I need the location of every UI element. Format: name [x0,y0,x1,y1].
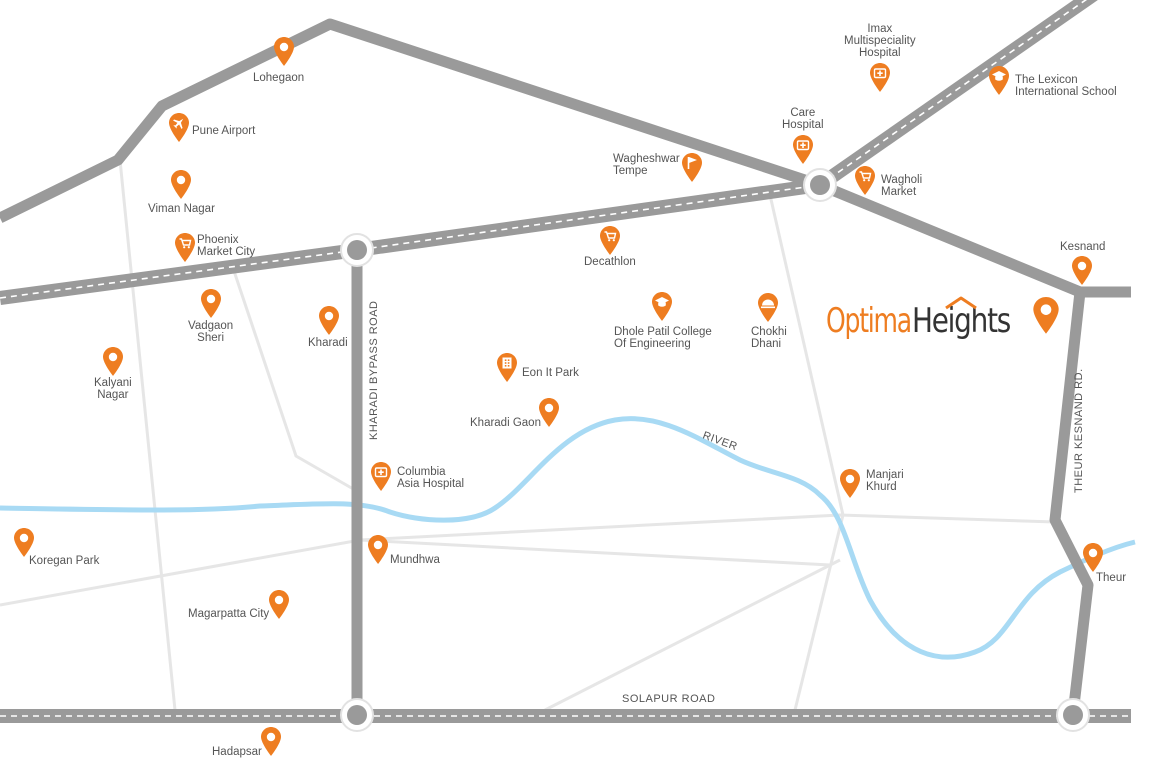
place-label-chokhi-dhani: Chokhi Dhani [751,326,787,350]
building-icon[interactable] [497,353,517,382]
solapur-road-label: SOLAPUR ROAD [622,693,715,705]
shopping-cart-icon[interactable] [600,226,620,255]
restaurant-icon[interactable] [758,293,778,322]
place-label-kalyani-nagar: Kalyani Nagar [94,377,132,401]
place-label-kesnand: Kesnand [1060,241,1106,253]
place-label-columbia-asia-hospital: Columbia Asia Hospital [397,466,465,490]
place-label-vadgaon-sheri: Vadgaon Sheri [188,320,234,344]
graduation-cap-icon[interactable] [652,292,672,321]
pin-icon[interactable] [103,347,123,376]
flag-icon[interactable] [682,153,702,182]
place-label-phoenix-market-city: Phoenix Market City [197,234,256,258]
place-markers [14,37,1103,756]
pin-icon[interactable] [539,398,559,427]
place-label-kharadi-gaon: Kharadi Gaon [470,417,541,429]
place-label-imax-multispeciality-hospital: Imax Multispeciality Hospital [844,23,916,59]
optima-heights-logo: Optima Heights [826,294,1031,348]
pin-icon[interactable] [840,469,860,498]
shopping-cart-icon[interactable] [175,233,195,262]
shopping-cart-icon[interactable] [855,166,875,195]
place-label-hadapsar: Hadapsar [212,746,262,758]
place-label-lohegaon: Lohegaon [253,72,305,84]
place-label-pune-airport: Pune Airport [192,125,256,137]
brand-word-heights: Heights [911,301,1011,341]
pin-icon[interactable] [201,289,221,318]
pin-icon[interactable] [368,535,388,564]
brand-roof-icon [945,296,977,310]
place-label-eon-it-park: Eon It Park [522,367,579,379]
place-label-kharadi: Kharadi [308,337,348,349]
graduation-cap-icon[interactable] [989,66,1009,95]
river [0,416,1136,660]
pin-icon[interactable] [14,528,34,557]
pin-icon[interactable] [274,37,294,66]
place-label-the-lexicon-international-school: The Lexicon International School [1015,74,1117,98]
hospital-icon[interactable] [870,63,890,92]
place-label-dhole-patil-college-of-engineering: Dhole Patil College Of Engineering [614,326,712,350]
place-label-mundhwa: Mundhwa [390,554,440,566]
place-label-koregan-park: Koregan Park [29,555,100,567]
hospital-icon[interactable] [371,462,391,491]
place-label-wagholi-market: Wagholi Market [881,174,923,198]
place-label-viman-nagar: Viman Nagar [148,203,215,215]
place-label-manjari-khurd: Manjari Khurd [866,469,904,493]
kharadi-bypass-road-label: KHARADI BYPASS ROAD [368,301,380,441]
theur-kesnand-road-label: THEUR KESNAND RD. [1073,368,1085,493]
junctions [340,168,1090,732]
place-label-theur: Theur [1096,572,1127,584]
place-label-care-hospital: Care Hospital [782,107,824,131]
pin-icon[interactable] [319,306,339,335]
pin-icon[interactable] [1072,256,1092,285]
major-roads [0,18,1131,715]
airport-icon[interactable] [169,113,189,142]
minor-roads [0,159,1056,712]
brand-word-optima: Optima [826,301,912,341]
place-label-decathlon: Decathlon [584,256,636,268]
pin-icon[interactable] [269,590,289,619]
place-label-magarpatta-city: Magarpatta City [188,608,270,620]
brand-pin-icon [1033,297,1059,334]
hospital-icon[interactable] [793,135,813,164]
place-label-wagheshwar-tempe: Wagheshwar Tempe [613,153,680,177]
pin-icon[interactable] [1083,543,1103,572]
pin-icon[interactable] [171,170,191,199]
pin-icon[interactable] [261,727,281,756]
